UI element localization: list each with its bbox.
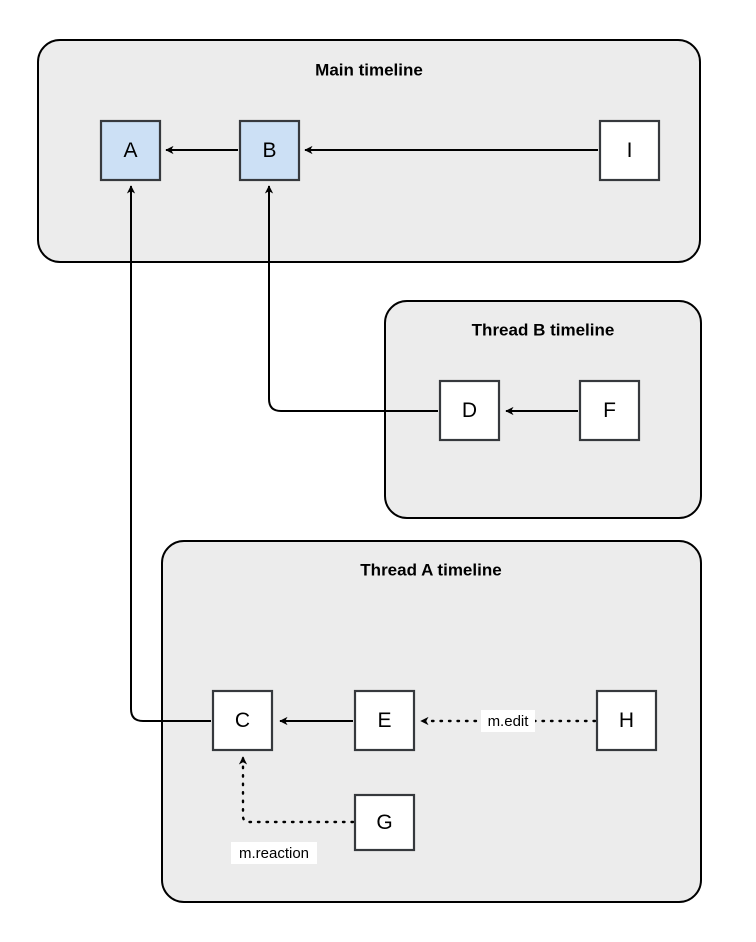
timeline-title-threadB: Thread B timeline — [472, 320, 615, 339]
timeline-title-main: Main timeline — [315, 60, 423, 79]
event-node-I[interactable]: I — [598, 119, 661, 182]
event-node-G[interactable]: G — [353, 793, 416, 852]
edges-layer — [126, 145, 598, 824]
event-node-label-F: F — [603, 399, 616, 422]
edge-label-background-H-to-E — [481, 710, 535, 732]
event-node-D[interactable]: D — [438, 379, 501, 442]
event-node-label-C: C — [235, 709, 250, 732]
timeline-container-threadB — [384, 300, 702, 519]
edge-label-G-to-C: m.reaction — [239, 845, 309, 862]
event-node-C[interactable]: C — [211, 689, 274, 752]
event-node-box-B[interactable] — [238, 119, 301, 182]
event-node-box-D[interactable] — [438, 379, 501, 442]
edge-label-background-G-to-C — [231, 842, 317, 864]
event-node-box-G[interactable] — [353, 793, 416, 852]
event-node-box-I[interactable] — [598, 119, 661, 182]
event-node-label-D: D — [462, 399, 477, 422]
edge-D-to-B — [264, 185, 438, 412]
event-node-box-H[interactable] — [595, 689, 658, 752]
event-node-box-C[interactable] — [211, 689, 274, 752]
edge-label-H-to-E: m.edit — [488, 713, 530, 730]
event-node-B[interactable]: B — [238, 119, 301, 182]
edge-labels-layer: m.edit m.reaction — [231, 710, 535, 864]
edge-G-to-C — [238, 755, 355, 824]
event-node-H[interactable]: H — [595, 689, 658, 752]
event-node-box-A[interactable] — [99, 119, 162, 182]
event-node-label-H: H — [619, 709, 634, 732]
event-node-box-E[interactable] — [353, 689, 416, 752]
event-node-E[interactable]: E — [353, 689, 416, 752]
event-node-label-E: E — [377, 709, 391, 732]
event-node-F[interactable]: F — [578, 379, 641, 442]
edge-C-to-A — [126, 185, 211, 722]
event-node-box-F[interactable] — [578, 379, 641, 442]
event-node-label-B: B — [262, 139, 276, 162]
event-node-label-I: I — [627, 139, 633, 162]
event-node-A[interactable]: A — [99, 119, 162, 182]
event-nodes-layer: A B I D F C E H G — [99, 119, 661, 852]
timeline-title-threadA: Thread A timeline — [360, 560, 501, 579]
event-node-label-A: A — [123, 139, 137, 162]
event-node-label-G: G — [376, 811, 392, 834]
